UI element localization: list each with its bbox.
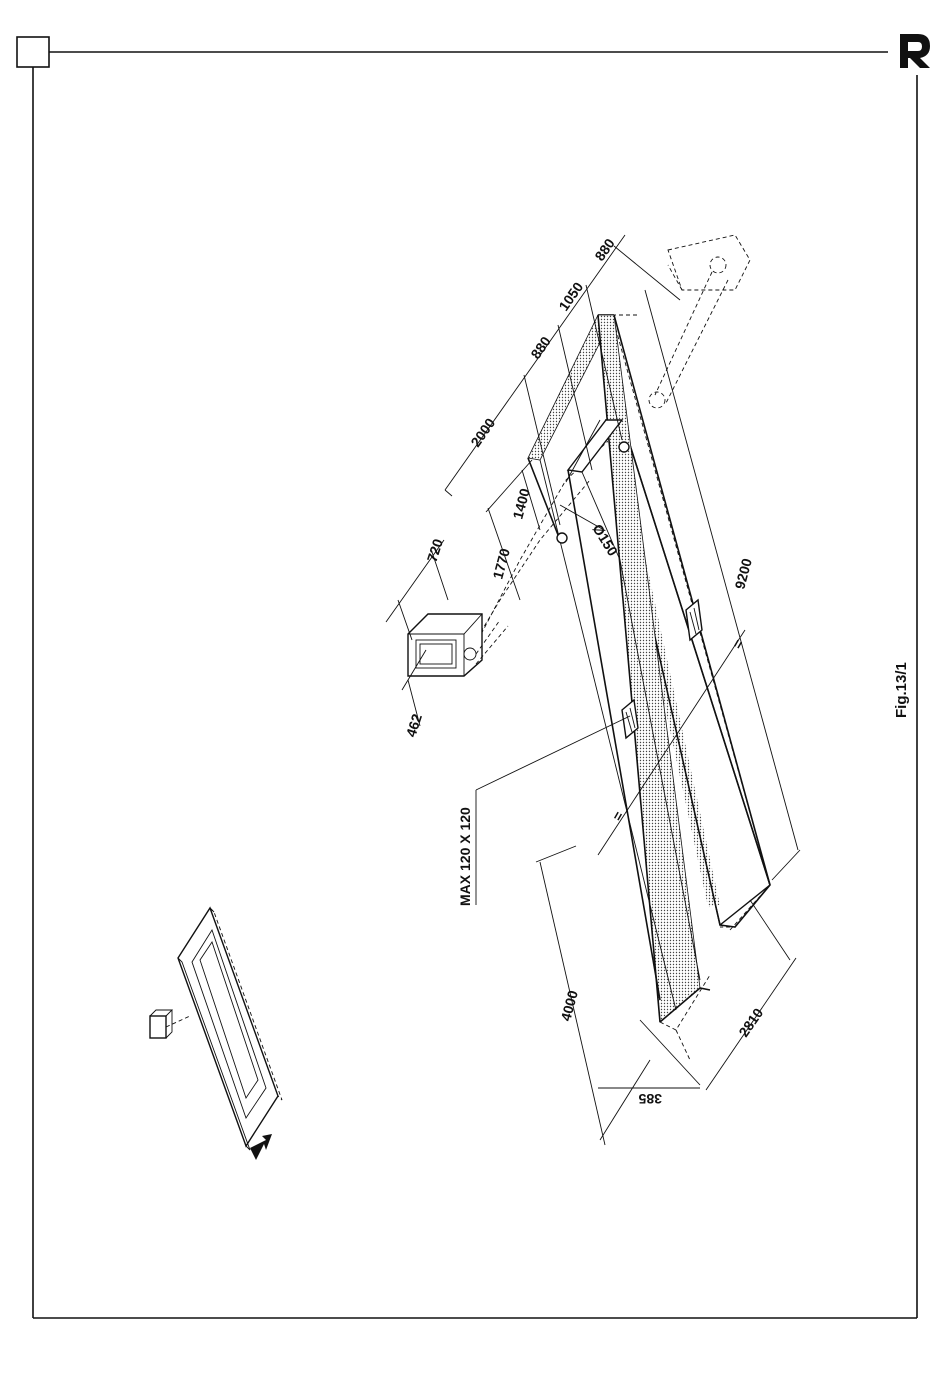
r-logo-icon	[900, 34, 930, 68]
dimension-880-right: 880	[591, 235, 618, 263]
dimension-1400: 1400	[509, 486, 533, 520]
dimension-720: 720	[424, 537, 447, 564]
dimension-385: 385	[638, 1091, 662, 1107]
dimension-9200: 9200	[731, 556, 755, 590]
main-assembly	[408, 235, 770, 1060]
dimension-1770: 1770	[489, 546, 513, 580]
dimension-2810: 2810	[735, 1005, 766, 1040]
dimension-880-left: 880	[527, 333, 554, 361]
dimension-2000: 2000	[467, 415, 498, 450]
dimension-lines	[386, 235, 800, 1145]
figure-caption: Fig.13/1	[893, 662, 910, 718]
sheet-border	[17, 37, 917, 1318]
direction-arrow-icon	[250, 1134, 272, 1160]
corner-box	[17, 37, 49, 67]
dimension-462: 462	[403, 712, 426, 739]
dimension-4000: 4000	[557, 988, 581, 1022]
max-opening-label: MAX 120 X 120	[457, 807, 473, 906]
equal-mark-lower: =	[609, 808, 627, 823]
overview-sketch	[150, 908, 282, 1160]
fan-unit	[408, 614, 508, 676]
equal-mark-upper: =	[729, 636, 747, 651]
